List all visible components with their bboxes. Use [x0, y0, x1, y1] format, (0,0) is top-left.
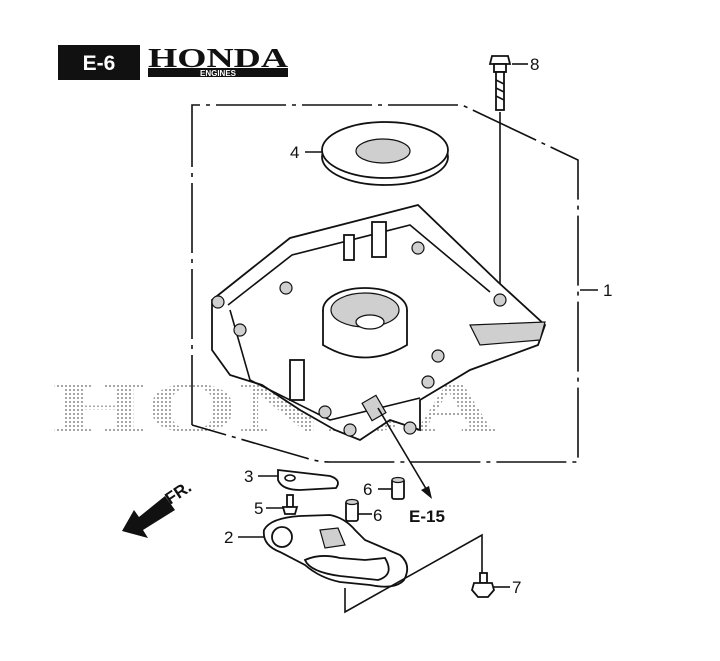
brand-sub: ENGINES	[200, 69, 237, 78]
section-badge: E-6	[58, 45, 140, 80]
case-cover-1[interactable]	[211, 204, 547, 442]
section-code: E-6	[83, 52, 116, 75]
bolt-7[interactable]	[471, 572, 495, 598]
bolt-5[interactable]	[281, 494, 299, 515]
oil-guide-plate-2[interactable]	[262, 514, 409, 588]
callout-6b[interactable]: 6	[373, 506, 382, 525]
callout-8[interactable]: 8	[530, 55, 539, 74]
callout-6a[interactable]: 6	[363, 480, 372, 499]
callout-2[interactable]: 2	[224, 528, 233, 547]
front-direction-arrow: FR.	[122, 477, 195, 538]
oil-seal-4[interactable]	[321, 121, 449, 186]
callout-1[interactable]: 1	[603, 281, 612, 300]
callout-4[interactable]: 4	[290, 143, 299, 162]
assembly-outline	[191, 104, 579, 463]
callout-5[interactable]: 5	[254, 499, 263, 518]
callout-7[interactable]: 7	[512, 578, 521, 597]
reference-e15[interactable]: E-15	[409, 507, 445, 526]
honda-engines-logo: HONDA ENGINES	[148, 43, 289, 78]
dowel-pin-6b[interactable]	[345, 498, 359, 522]
bolt-8[interactable]	[488, 55, 512, 300]
callout-3[interactable]: 3	[244, 467, 253, 486]
dowel-pin-6a[interactable]	[391, 476, 405, 500]
